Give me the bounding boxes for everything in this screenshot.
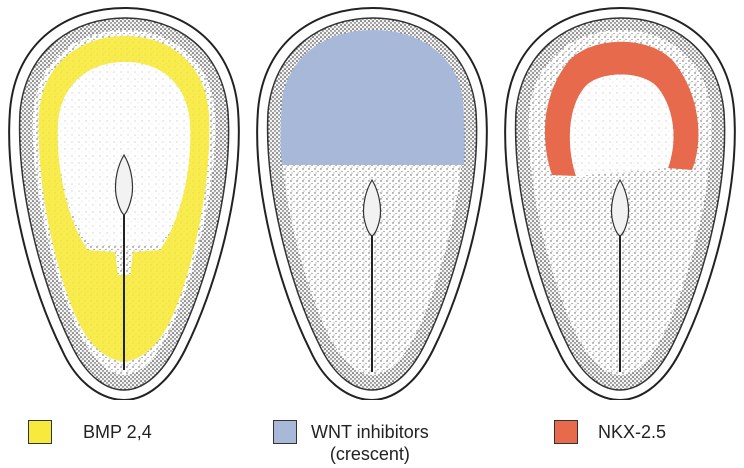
embryo-bmp-diagram bbox=[0, 0, 248, 400]
legend-label-wnt-sub: (crescent) bbox=[311, 443, 429, 465]
legend-label-nkx: NKX-2.5 bbox=[598, 421, 666, 443]
legend-item-bmp: BMP 2,4 bbox=[28, 420, 238, 460]
legend-label-bmp: BMP 2,4 bbox=[83, 421, 152, 443]
embryo-wnt-diagram bbox=[248, 0, 496, 400]
legend-swatch-wnt bbox=[273, 420, 297, 444]
legend-swatch-bmp bbox=[28, 420, 52, 444]
embryo-nkx-diagram bbox=[496, 0, 744, 400]
legend-swatch-nkx bbox=[554, 420, 578, 444]
legend-label-wnt-main: WNT inhibitors bbox=[311, 422, 429, 442]
legend-label-wnt: WNT inhibitors (crescent) bbox=[311, 421, 429, 465]
central-clear-area bbox=[570, 75, 674, 177]
legend-item-wnt: WNT inhibitors (crescent) bbox=[273, 420, 493, 460]
legend-item-nkx: NKX-2.5 bbox=[554, 420, 734, 460]
